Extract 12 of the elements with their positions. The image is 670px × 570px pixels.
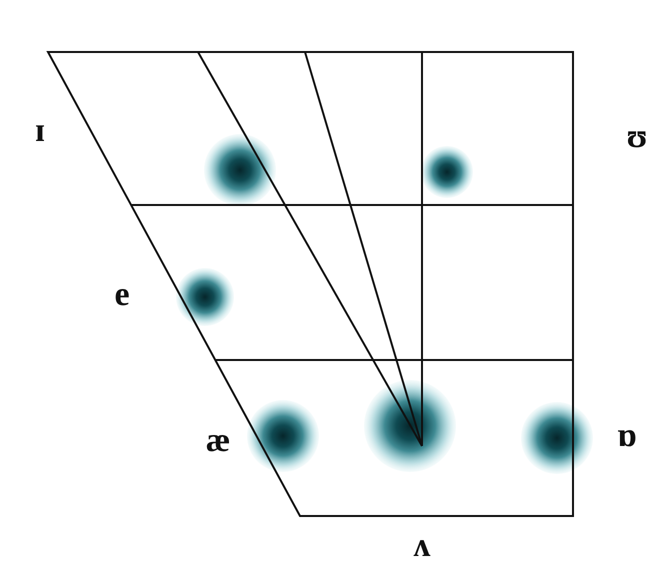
vowel-spot	[176, 268, 234, 326]
vowel-spot	[247, 400, 319, 472]
vowel-spot	[421, 146, 473, 198]
vowel-symbol: ɒ	[617, 419, 637, 453]
vowel-spot	[204, 134, 276, 206]
vowel-symbol: æ	[206, 424, 230, 458]
vowel-symbol: ʌ	[414, 529, 430, 563]
vowel-symbol: ɪ	[35, 114, 45, 148]
vowel-symbol: e	[114, 278, 130, 312]
vowel-symbol: ʊ	[626, 120, 648, 154]
vowel-spot	[521, 402, 593, 474]
vowel-spot	[364, 380, 456, 472]
